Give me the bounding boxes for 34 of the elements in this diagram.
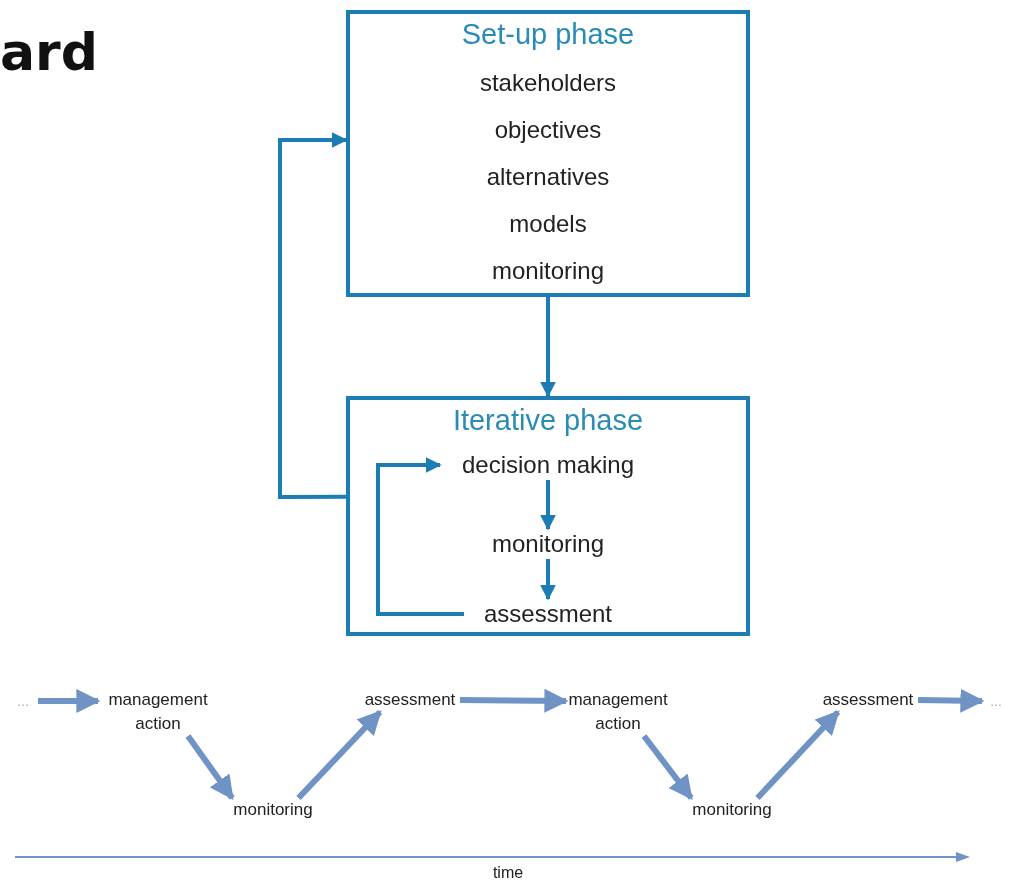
title: ard (0, 22, 98, 82)
phase-heading: Set-up phase (461, 18, 635, 50)
item-text: objectives (494, 116, 602, 144)
arrow (917, 688, 985, 713)
arrow (459, 688, 569, 713)
step-label: decision making (440, 450, 656, 480)
step-label: assessment (464, 599, 632, 629)
axis-label: time (491, 864, 525, 882)
step-label: assessment (818, 688, 918, 712)
step-label: management action (98, 688, 218, 736)
arrow (755, 709, 841, 801)
phase-box (346, 10, 750, 297)
arrow (540, 480, 556, 531)
arrow (278, 132, 348, 499)
step-label: monitoring (476, 529, 620, 559)
item-text: stakeholders (479, 69, 617, 97)
phase-heading: Iterative phase (452, 404, 644, 436)
item-text: models (509, 210, 587, 238)
arrow (376, 457, 464, 616)
step-label: monitoring (681, 798, 783, 822)
item-text: alternatives (486, 163, 610, 191)
item-text: monitoring (491, 257, 605, 285)
arrow (38, 688, 101, 713)
arrow (296, 709, 383, 801)
arrow (540, 559, 556, 601)
arrow (185, 734, 235, 800)
step-label: ... (982, 690, 1010, 712)
step-label: monitoring (222, 798, 324, 822)
step-label: assessment (360, 688, 460, 712)
arrow (540, 297, 556, 398)
step-label: ... (8, 690, 38, 712)
arrow (641, 734, 694, 800)
step-label: management action (566, 688, 670, 736)
phase-box (346, 396, 750, 636)
